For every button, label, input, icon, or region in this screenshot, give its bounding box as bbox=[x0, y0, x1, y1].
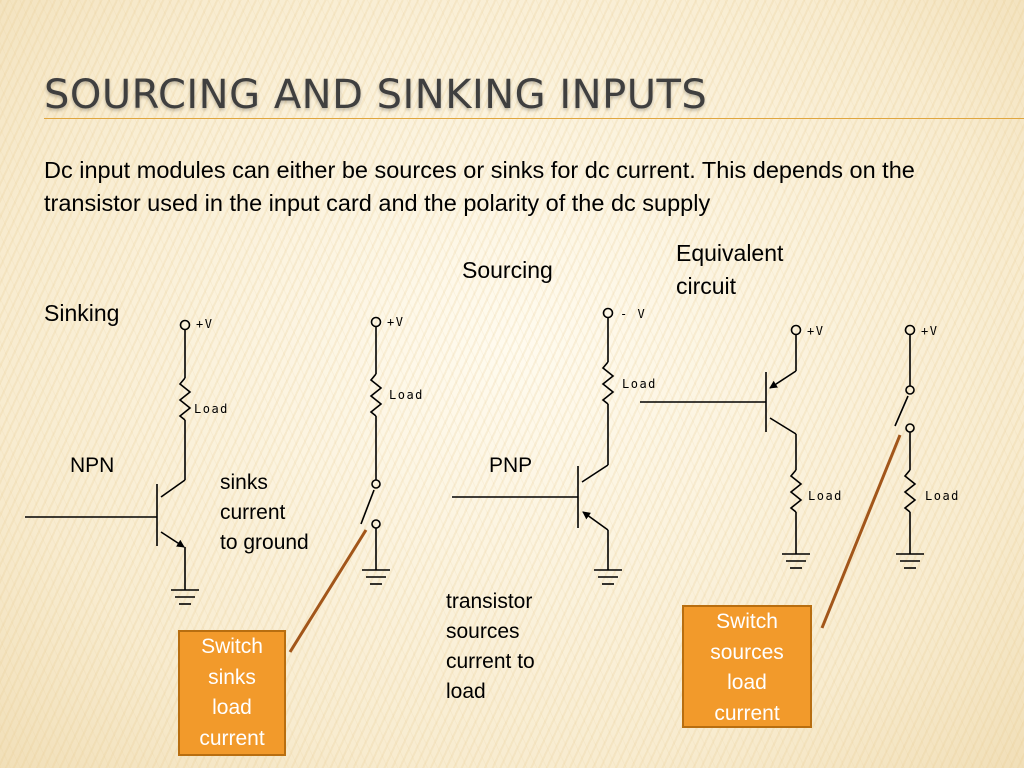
equivalent-line-1: Equivalent bbox=[676, 240, 784, 266]
supply-terminal bbox=[904, 324, 916, 336]
sinks-current-note: sinks current to ground bbox=[220, 468, 309, 558]
sources-note-line: sources bbox=[446, 620, 520, 643]
load-label: Load bbox=[389, 388, 424, 402]
switch-contact bbox=[371, 519, 381, 529]
load-resistor bbox=[369, 373, 383, 417]
equivalent-circuit-label: Equivalent circuit bbox=[676, 237, 783, 303]
load-label: Load bbox=[925, 489, 960, 503]
supply-terminal bbox=[602, 307, 614, 319]
sinks-note-line: sinks bbox=[220, 471, 268, 494]
supply-terminal bbox=[179, 319, 191, 331]
switch-blade bbox=[360, 489, 375, 525]
switch-sources-callout: Switch sources load current bbox=[682, 605, 812, 728]
callout-line: load bbox=[212, 696, 252, 719]
callout-line: Switch bbox=[716, 610, 778, 633]
supply-label: +V bbox=[921, 324, 938, 338]
supply-label: - V bbox=[620, 307, 646, 321]
load-label: Load bbox=[808, 489, 843, 503]
sources-note-line: current to bbox=[446, 650, 535, 673]
sources-note-line: load bbox=[446, 680, 486, 703]
load-resistor bbox=[789, 469, 803, 513]
npn-label: NPN bbox=[70, 454, 115, 477]
equivalent-pnp-circuit bbox=[640, 324, 810, 569]
ground-icon bbox=[171, 589, 199, 605]
source-callout-pointer bbox=[820, 434, 902, 629]
switch-contact bbox=[905, 423, 915, 433]
sinks-note-line: current bbox=[220, 501, 286, 524]
pnp-sourcing-circuit bbox=[452, 307, 622, 585]
sinks-note-line: to ground bbox=[220, 531, 309, 554]
load-label: Load bbox=[194, 402, 229, 416]
ground-icon bbox=[594, 569, 622, 585]
sourcing-label: Sourcing bbox=[462, 257, 553, 283]
load-resistor bbox=[903, 469, 917, 513]
switch-contact bbox=[905, 385, 915, 395]
switch-blade bbox=[894, 395, 909, 427]
sources-note-line: transistor bbox=[446, 590, 533, 613]
supply-terminal bbox=[370, 316, 382, 328]
emitter-arrow bbox=[582, 511, 609, 531]
pnp-label: PNP bbox=[489, 454, 533, 477]
supply-label: +V bbox=[196, 317, 213, 331]
body-paragraph: Dc input modules can either be sources o… bbox=[44, 157, 915, 216]
switch-sinking-circuit bbox=[360, 316, 390, 585]
load-label: Load bbox=[622, 377, 657, 391]
load-resistor bbox=[601, 361, 615, 405]
callout-line: current bbox=[714, 701, 780, 725]
supply-terminal bbox=[790, 324, 802, 336]
callout-line: current bbox=[199, 726, 265, 750]
emitter-arrow bbox=[769, 370, 797, 389]
switch-sinks-callout: Switch sinks load current bbox=[178, 630, 286, 756]
supply-label: +V bbox=[387, 315, 404, 329]
emitter-arrow bbox=[160, 531, 185, 548]
callout-line: load bbox=[727, 671, 767, 694]
load-resistor bbox=[178, 377, 192, 421]
switch-contact bbox=[371, 479, 381, 489]
sinking-label: Sinking bbox=[44, 300, 120, 326]
switch-sourcing-circuit bbox=[894, 324, 924, 569]
supply-label: +V bbox=[807, 324, 824, 338]
callout-line: sources bbox=[710, 640, 784, 664]
ground-icon bbox=[896, 553, 924, 569]
callout-line: sinks bbox=[208, 665, 256, 689]
slide-title: Sourcing and Sinking Inputs bbox=[44, 72, 708, 118]
title-underline bbox=[44, 118, 1024, 119]
ground-icon bbox=[362, 569, 390, 585]
equivalent-line-2: circuit bbox=[676, 273, 737, 299]
callout-line: Switch bbox=[201, 635, 263, 658]
sources-current-note: transistor sources current to load bbox=[446, 587, 535, 707]
ground-icon bbox=[782, 553, 810, 569]
